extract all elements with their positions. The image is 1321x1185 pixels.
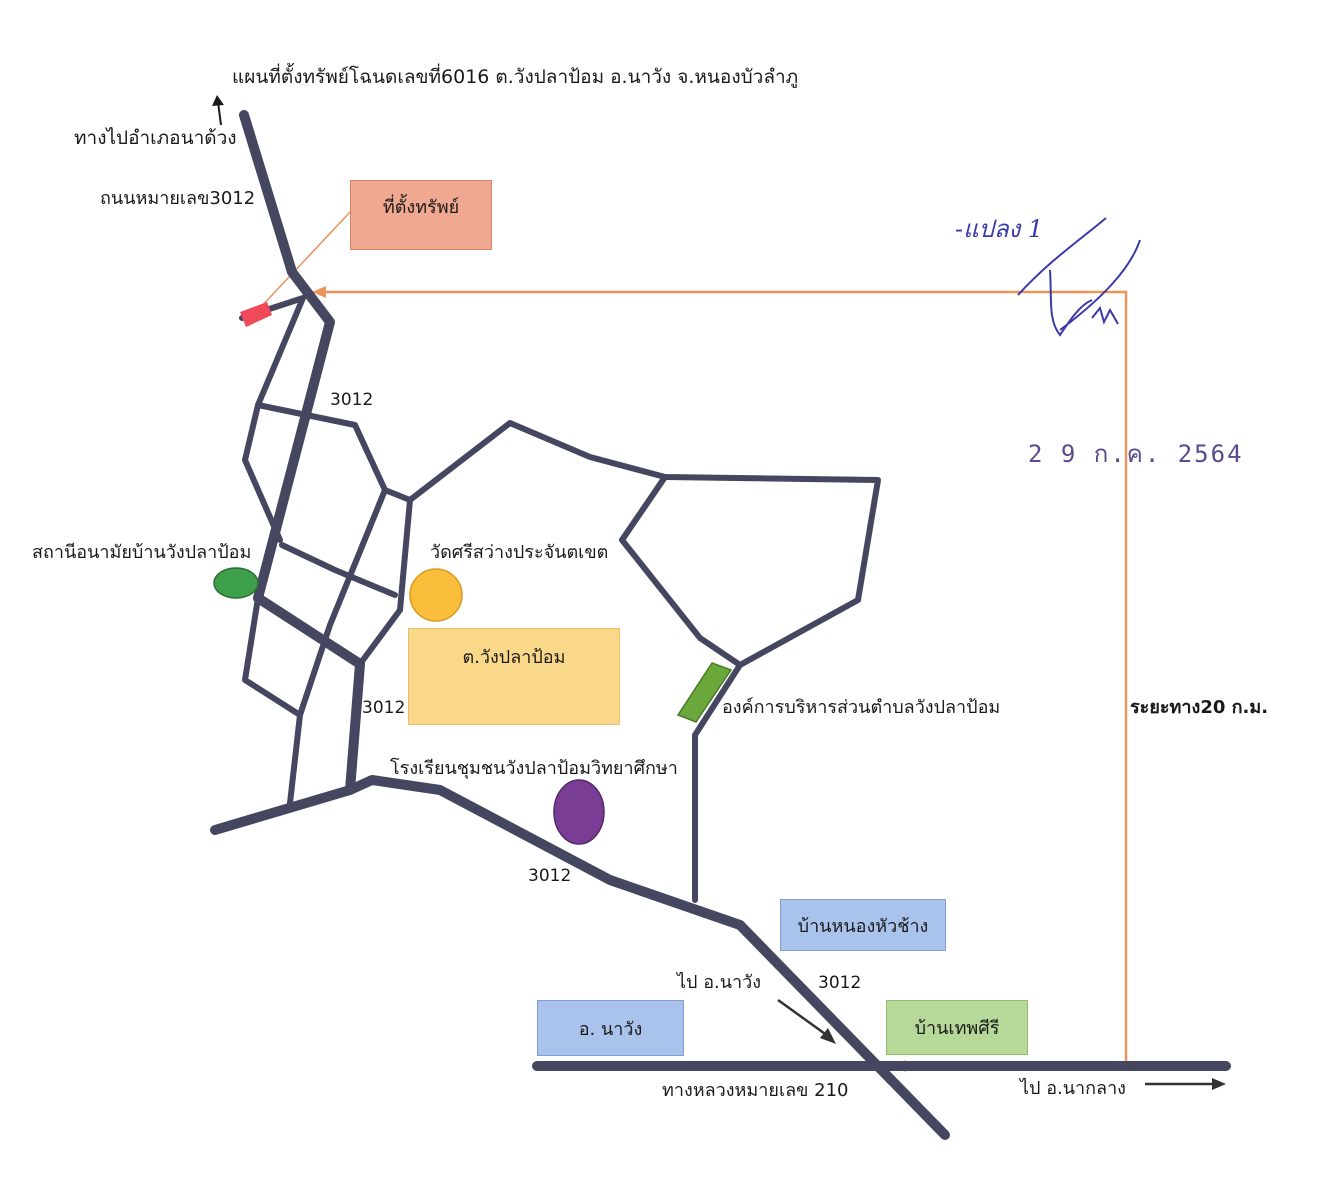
label-sao: องค์การบริหารส่วนตำบลวังปลาป้อม: [722, 697, 1001, 718]
temple-marker: [409, 568, 463, 622]
north-arrow-icon: [217, 101, 222, 126]
school-marker: [553, 779, 605, 845]
label-to-district: ทางไปอำเภอนาด้วง: [74, 127, 237, 149]
label-school: โรงเรียนชุมชนวังปลาป้อมวิทยาศึกษา: [390, 758, 678, 779]
local-road: [239, 295, 306, 543]
road-number: 3012: [330, 390, 374, 410]
label-road-3012: ถนนหมายเลข3012: [100, 188, 256, 209]
subdistrict-box: ต.วังปลาป้อม: [408, 628, 620, 725]
signature-scribble: [1017, 217, 1141, 337]
stamp-date: 2 9 ก.ค. 2564: [1028, 440, 1244, 468]
label-to-naklang: ไป อ.นากลาง: [1020, 1078, 1126, 1099]
to-naklang-arrow-head-icon: [1212, 1078, 1226, 1090]
label-distance: ระยะทาง20 ก.ม.: [1130, 697, 1269, 718]
district-nawang-box: อ. นาวัง: [537, 1000, 684, 1056]
map-title: แผนที่ตั้งทรัพย์โฉนดเลขที่6016 ต.วังปลาป…: [232, 66, 799, 88]
property-marker: [240, 302, 272, 327]
local-road: [255, 402, 388, 806]
local-road: [407, 420, 881, 903]
road-number: 3012: [818, 973, 862, 993]
local-road: [279, 542, 398, 598]
main-road-3012: [210, 110, 365, 835]
label-highway-210: ทางหลวงหมายเลข 210: [662, 1080, 849, 1101]
sao-marker: [676, 662, 733, 723]
to-nawang-arrow-head-icon: [820, 1028, 836, 1044]
local-road: [242, 595, 303, 718]
ban-thep-si-box: บ้านเทพศีรี: [886, 1000, 1028, 1055]
property-leader-line: [257, 209, 353, 311]
road-number: 3012: [528, 866, 572, 886]
road-number: 3012: [362, 698, 406, 718]
local-road: [619, 474, 743, 668]
label-health-station: สถานีอนามัยบ้านวังปลาป้อม: [32, 542, 252, 563]
handwritten-note: -แปลง 1: [955, 215, 1044, 243]
local-road: [357, 487, 413, 667]
health-station-marker: [213, 567, 259, 599]
label-to-nawang: ไป อ.นาวัง: [677, 972, 762, 993]
label-temple: วัดศรีสว่างประจันตเขต: [430, 542, 609, 563]
north-arrow-head-icon: [212, 95, 224, 106]
route-arrow-head-icon: [312, 286, 326, 298]
road-3012-south: [345, 775, 950, 1140]
to-nawang-arrow-icon: [777, 998, 829, 1038]
ban-nong-hua-chang-box: บ้านหนองหัวช้าง: [780, 899, 946, 951]
property-box: ที่ตั้งทรัพย์: [350, 180, 492, 250]
